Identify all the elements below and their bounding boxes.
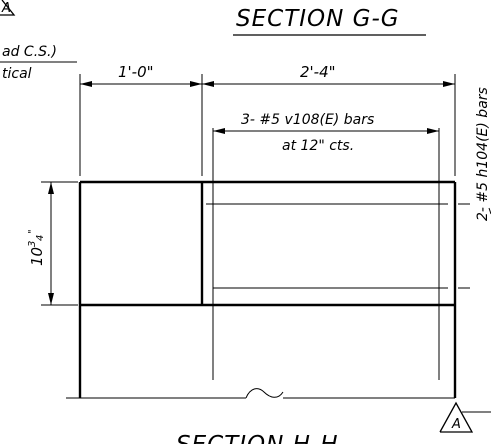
arrowhead — [213, 128, 225, 134]
horizontal-bars-callout: 2- #5 h104(E) bars — [475, 87, 491, 221]
height-dimension: 10 3 4 " — [27, 181, 78, 306]
vertical-bars-callout-line2: at 12" cts. — [282, 138, 354, 154]
vertical-bars-dimension: 3- #5 v108(E) bars at 12" cts. — [212, 112, 440, 176]
arrowhead — [443, 81, 455, 87]
height-label-denominator: 4 — [35, 235, 46, 241]
height-label-whole: 10 — [28, 247, 46, 266]
arrowhead — [202, 81, 214, 87]
section-hh-title: SECTION H-H — [176, 432, 339, 444]
arrowhead — [48, 182, 54, 194]
revision-tag-top-label: A — [1, 1, 11, 16]
revision-tag-bottom-label: A — [451, 417, 461, 432]
concrete-outline — [78, 180, 457, 398]
right-width-label: 2'-4" — [300, 63, 336, 81]
reinforcement — [206, 176, 491, 380]
revision-triangle-top: A — [0, 0, 16, 16]
arrowhead — [427, 128, 439, 134]
top-dimension: 1'-0" 2'-4" — [79, 63, 456, 176]
arrowhead — [48, 293, 54, 305]
arrowhead — [80, 81, 92, 87]
section-gg-title: SECTION G-G — [236, 6, 400, 32]
left-note-line1: ad C.S.) — [2, 44, 57, 60]
break-line — [66, 388, 455, 399]
height-label-unit: " — [27, 229, 38, 234]
revision-triangle-bottom: A — [439, 401, 491, 433]
arrowhead — [190, 81, 202, 87]
vertical-bars-callout-line1: 3- #5 v108(E) bars — [241, 112, 374, 128]
left-note-line2: tical — [2, 66, 32, 82]
height-label-numerator: 3 — [27, 241, 38, 247]
break-symbol — [245, 388, 284, 399]
left-width-label: 1'-0" — [118, 63, 154, 81]
